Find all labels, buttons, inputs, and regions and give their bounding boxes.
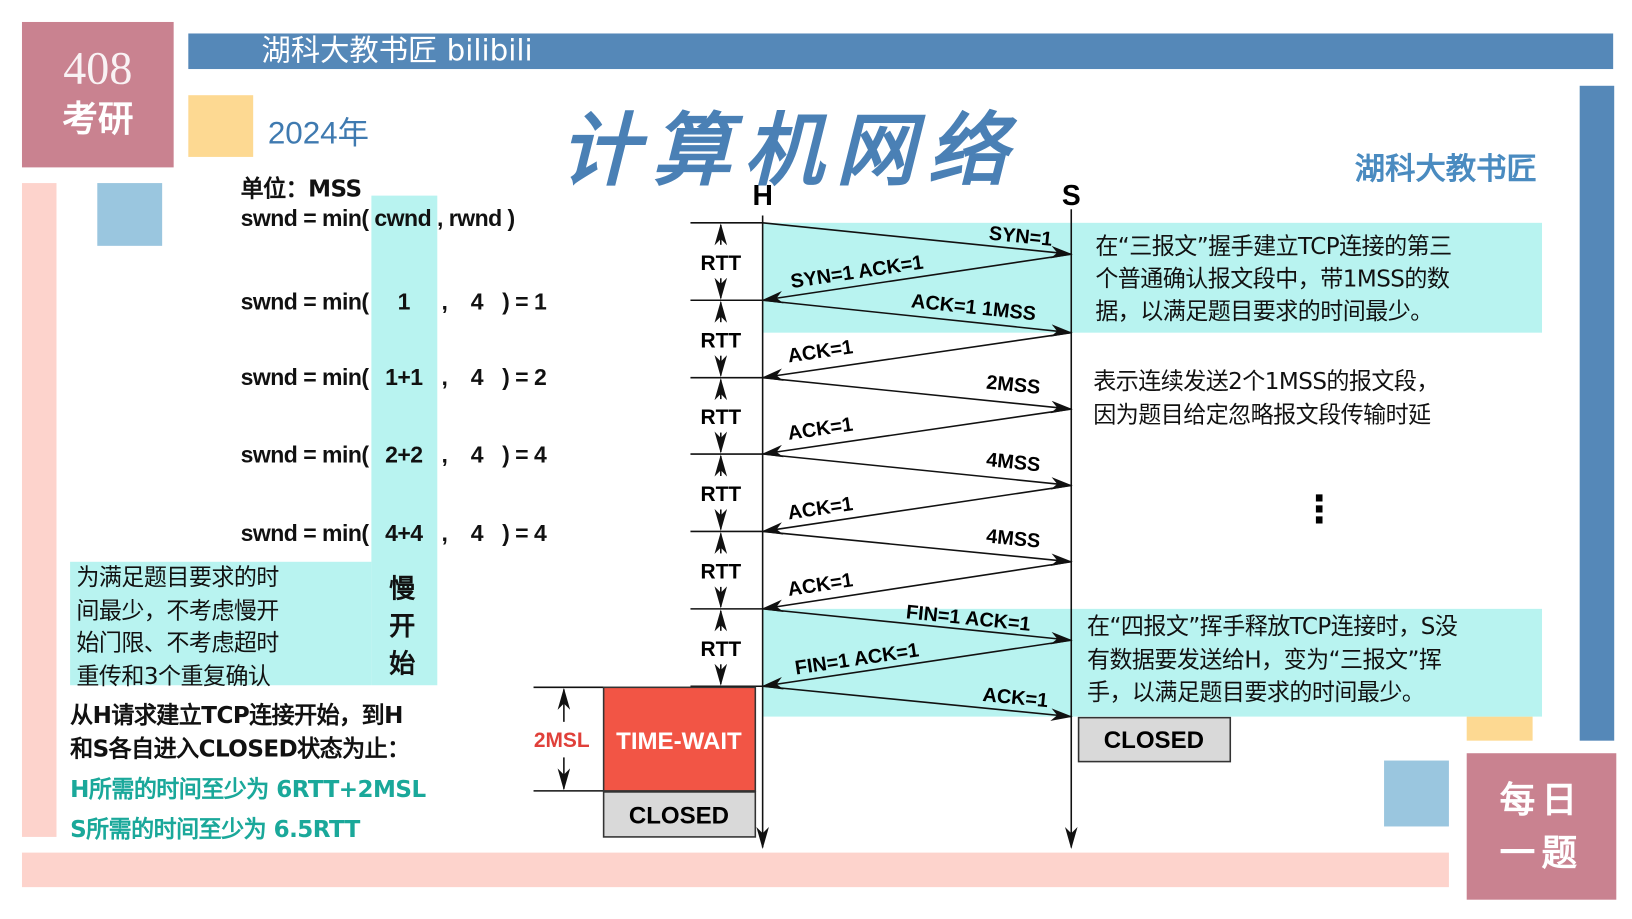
swnd-row: swnd = min( 1, 4 ) = 1: [241, 289, 565, 318]
segment-s-to-h: [761, 561, 1072, 612]
swnd-row-prefix: swnd = min(: [240, 441, 369, 468]
msl-label: 2MSL: [534, 729, 590, 752]
swnd-row-rwnd: 4: [470, 288, 484, 315]
swnd-row-prefix: swnd = min(: [240, 364, 369, 391]
segment-h-to-s: [762, 222, 1073, 259]
swnd-row-comma: ,: [441, 288, 448, 315]
yellow-square-small: [1466, 716, 1533, 741]
segment-h-to-s: [762, 685, 1073, 721]
assumption-note: 为满足题目要求的时间最少，不考虑慢开始门限、不考虑超时重传和3个重复确认: [76, 564, 279, 690]
time-wait-box: [602, 686, 757, 792]
swnd-row: swnd = min( 1+1, 4 ) = 2: [241, 364, 565, 393]
host-h-label: H: [752, 179, 772, 211]
segment-s-to-h: [761, 639, 1072, 690]
swnd-row: swnd = min( 2+2, 4 ) = 4: [241, 441, 565, 470]
bottom-pink-bar: [21, 852, 1449, 888]
swnd-row-prefix: swnd = min(: [240, 519, 369, 547]
burst-note: 表示连续发送2个1MSS的报文段，因为题目给定忽略报文段传输时延: [1093, 369, 1439, 429]
segment-label: ACK=1: [786, 414, 854, 445]
s-closed-label: CLOSED: [1104, 727, 1204, 754]
rtt-label: RTT: [700, 561, 741, 584]
rtt-label: RTT: [700, 329, 741, 352]
rtt-label: RTT: [700, 406, 741, 429]
swnd-row-comma: ,: [441, 519, 448, 547]
h-closed-label: CLOSED: [629, 802, 729, 829]
h-closed-box: [602, 791, 757, 838]
swnd-row-result: ) = 4: [502, 441, 547, 468]
host-s-label: S: [1062, 179, 1081, 211]
segment-h-to-s: [762, 530, 1073, 567]
segment-s-to-h: [761, 408, 1072, 458]
year-label: 2024年: [267, 116, 370, 151]
handshake-note: 在“三报文”握手建立TCP连接的第三个普通确认报文段中，带1MSS的数据，以满足…: [1095, 234, 1452, 326]
swnd-row-result: ) = 2: [502, 364, 547, 391]
segment-h-to-s: [762, 299, 1073, 337]
segment-s-to-h: [761, 331, 1072, 381]
ellipsis: ⋮: [1300, 487, 1339, 531]
segment-h-to-s: [762, 453, 1073, 490]
daily-badge: 每日 一题: [1466, 753, 1617, 900]
segment-h-to-s: [762, 376, 1073, 414]
segment-label: 4MSS: [985, 449, 1041, 476]
right-blue-bar: [1579, 85, 1615, 741]
swnd-row-cwnd: 1: [397, 288, 411, 315]
cwnd-column-highlight: [371, 195, 438, 686]
swnd-row-comma: ,: [441, 364, 448, 391]
segment-h-to-s: [762, 608, 1073, 645]
formula: swnd = min( cwnd , rwnd ): [240, 205, 516, 232]
yellow-square: [188, 95, 254, 157]
s-closed-box: [1077, 716, 1232, 763]
swnd-row-rwnd: 4: [470, 441, 484, 468]
teardown-note: 在“四报文”挥手释放TCP连接时，S没有数据要发送给H，变为“三报文”挥手，以满…: [1086, 614, 1458, 707]
segment-label: 4MSS: [985, 525, 1041, 552]
unit-label: 单位：MSS: [240, 176, 362, 203]
swnd-row-cwnd: 2+2: [385, 441, 423, 468]
page-title: 计算机网络: [559, 103, 1020, 197]
rtt-label: RTT: [700, 638, 741, 661]
top-blue-bar: [188, 33, 1614, 70]
slow-start-label: 慢开始: [389, 573, 415, 679]
blue-square: [97, 183, 163, 246]
watermark: 湖科大教书匠 bilibili: [261, 33, 533, 68]
badge-408: 408 考研: [21, 21, 174, 168]
swnd-row-result: ) = 4: [502, 519, 547, 547]
segment-label: 2MSS: [985, 372, 1041, 399]
swnd-row-cwnd: 4+4: [385, 519, 423, 547]
left-pink-bar: [21, 183, 57, 837]
segment-s-to-h: [761, 253, 1072, 304]
segment-s-to-h: [761, 484, 1072, 535]
swnd-row: swnd = min( 4+4, 4 ) = 4: [241, 520, 565, 549]
swnd-row-rwnd: 4: [470, 364, 484, 391]
swnd-row-rwnd: 4: [470, 519, 484, 547]
segment-label: ACK=1: [786, 336, 854, 367]
swnd-row-comma: ,: [441, 441, 448, 468]
note-highlight: [70, 561, 372, 686]
swnd-row-cwnd: 1+1: [385, 364, 423, 391]
author-label: 湖科大教书匠: [1354, 150, 1537, 187]
rtt-label: RTT: [700, 483, 741, 506]
rtt-label: RTT: [700, 252, 741, 275]
swnd-row-prefix: swnd = min(: [240, 288, 369, 315]
blue-square-right: [1384, 760, 1449, 827]
swnd-row-result: ) = 1: [502, 288, 547, 315]
time-wait-label: TIME-WAIT: [616, 728, 742, 755]
